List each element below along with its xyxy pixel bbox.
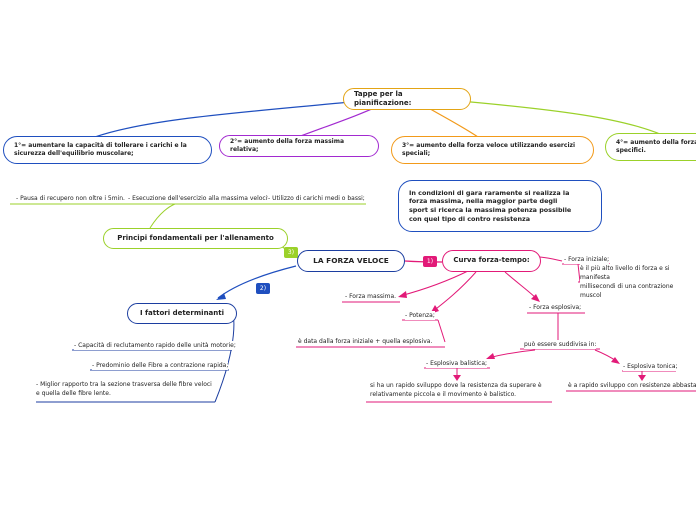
link-potenza-desc	[437, 319, 446, 343]
forza-iniziale-desc: è il più alto livello di forza e si mani…	[580, 264, 696, 300]
tappe-item-1[interactable]: 1°= aumentare la capacità di tollerare i…	[3, 136, 212, 164]
principi-item-2: - Esecuzione dell'esercizio alla massima…	[128, 194, 276, 203]
link-iniziale-desc	[577, 263, 581, 283]
badge-fattori: 2)	[256, 283, 270, 294]
arrow-balistica	[486, 353, 495, 359]
arrow-esplosiva	[531, 294, 540, 302]
forza-iniziale: - Forza iniziale;	[564, 255, 610, 264]
tappe-item-4[interactable]: 4°= aumento della forza specifici.	[605, 133, 696, 161]
link-tappe-4	[459, 100, 661, 135]
potenza: - Potenza;	[405, 311, 435, 320]
link-principi-items	[149, 203, 176, 229]
potenza-desc: è data dalla forza iniziale + quella esp…	[298, 337, 433, 346]
principi-node[interactable]: Principi fondamentali per l'allenamento	[103, 228, 288, 249]
link-fattori-items	[214, 311, 235, 403]
suddivisa: può essere suddivisa in:	[524, 340, 597, 349]
forza-esplosiva: - Forza esplosiva;	[529, 303, 582, 312]
link-suddivisa-balistica	[487, 349, 536, 359]
arrow-fattori	[216, 293, 226, 300]
esplosiva-tonica: - Esplosiva tonica;	[623, 362, 678, 371]
link-curva-esplosiva	[504, 271, 539, 301]
tappe-item-2[interactable]: 2°= aumento della forza massima relativa…	[219, 135, 379, 157]
tappe-node[interactable]: Tappe per la pianificazione:	[343, 88, 471, 110]
principi-item-3: - Utilizzo di carichi medi o bassi;	[268, 194, 365, 203]
esplosiva-balistica: - Esplosiva balistica;	[426, 359, 488, 368]
arrow-massima	[398, 291, 407, 298]
badge-curva: 1)	[423, 256, 437, 267]
central-node[interactable]: LA FORZA VELOCE	[297, 250, 405, 272]
forza-massima: - Forza massima.	[345, 292, 397, 301]
balistica-desc: si ha un rapido sviluppo dove la resiste…	[370, 381, 542, 399]
tonica-desc: è a rapido sviluppo con resistenze abbas…	[568, 381, 696, 390]
principi-item-1: - Pausa di recupero non oltre i 5min.	[16, 194, 125, 203]
fattori-item-3: - Miglior rapporto tra la sezione trasve…	[36, 380, 212, 398]
arrow-tonica-desc	[638, 375, 646, 381]
arrow-balistica-desc	[453, 375, 461, 381]
fattori-item-2: - Predominio delle Fibre a contrazione r…	[92, 361, 229, 370]
link-tappe-1	[94, 100, 361, 138]
link-curva-massima	[399, 269, 471, 297]
curva-node[interactable]: Curva forza-tempo:	[442, 250, 541, 272]
arrow-tonica	[611, 357, 620, 364]
link-curva-potenza	[431, 271, 477, 313]
fattori-node[interactable]: I fattori determinanti	[127, 303, 237, 324]
fattori-item-1: - Capacità di reclutamento rapido delle …	[74, 341, 236, 350]
callout-note[interactable]: In condizioni di gara raramente si reali…	[398, 180, 602, 232]
tappe-item-3[interactable]: 3°= aumento della forza veloce utilizzan…	[391, 136, 594, 164]
link-curva-iniziale	[539, 256, 563, 262]
badge-principi: 3)	[284, 247, 298, 258]
